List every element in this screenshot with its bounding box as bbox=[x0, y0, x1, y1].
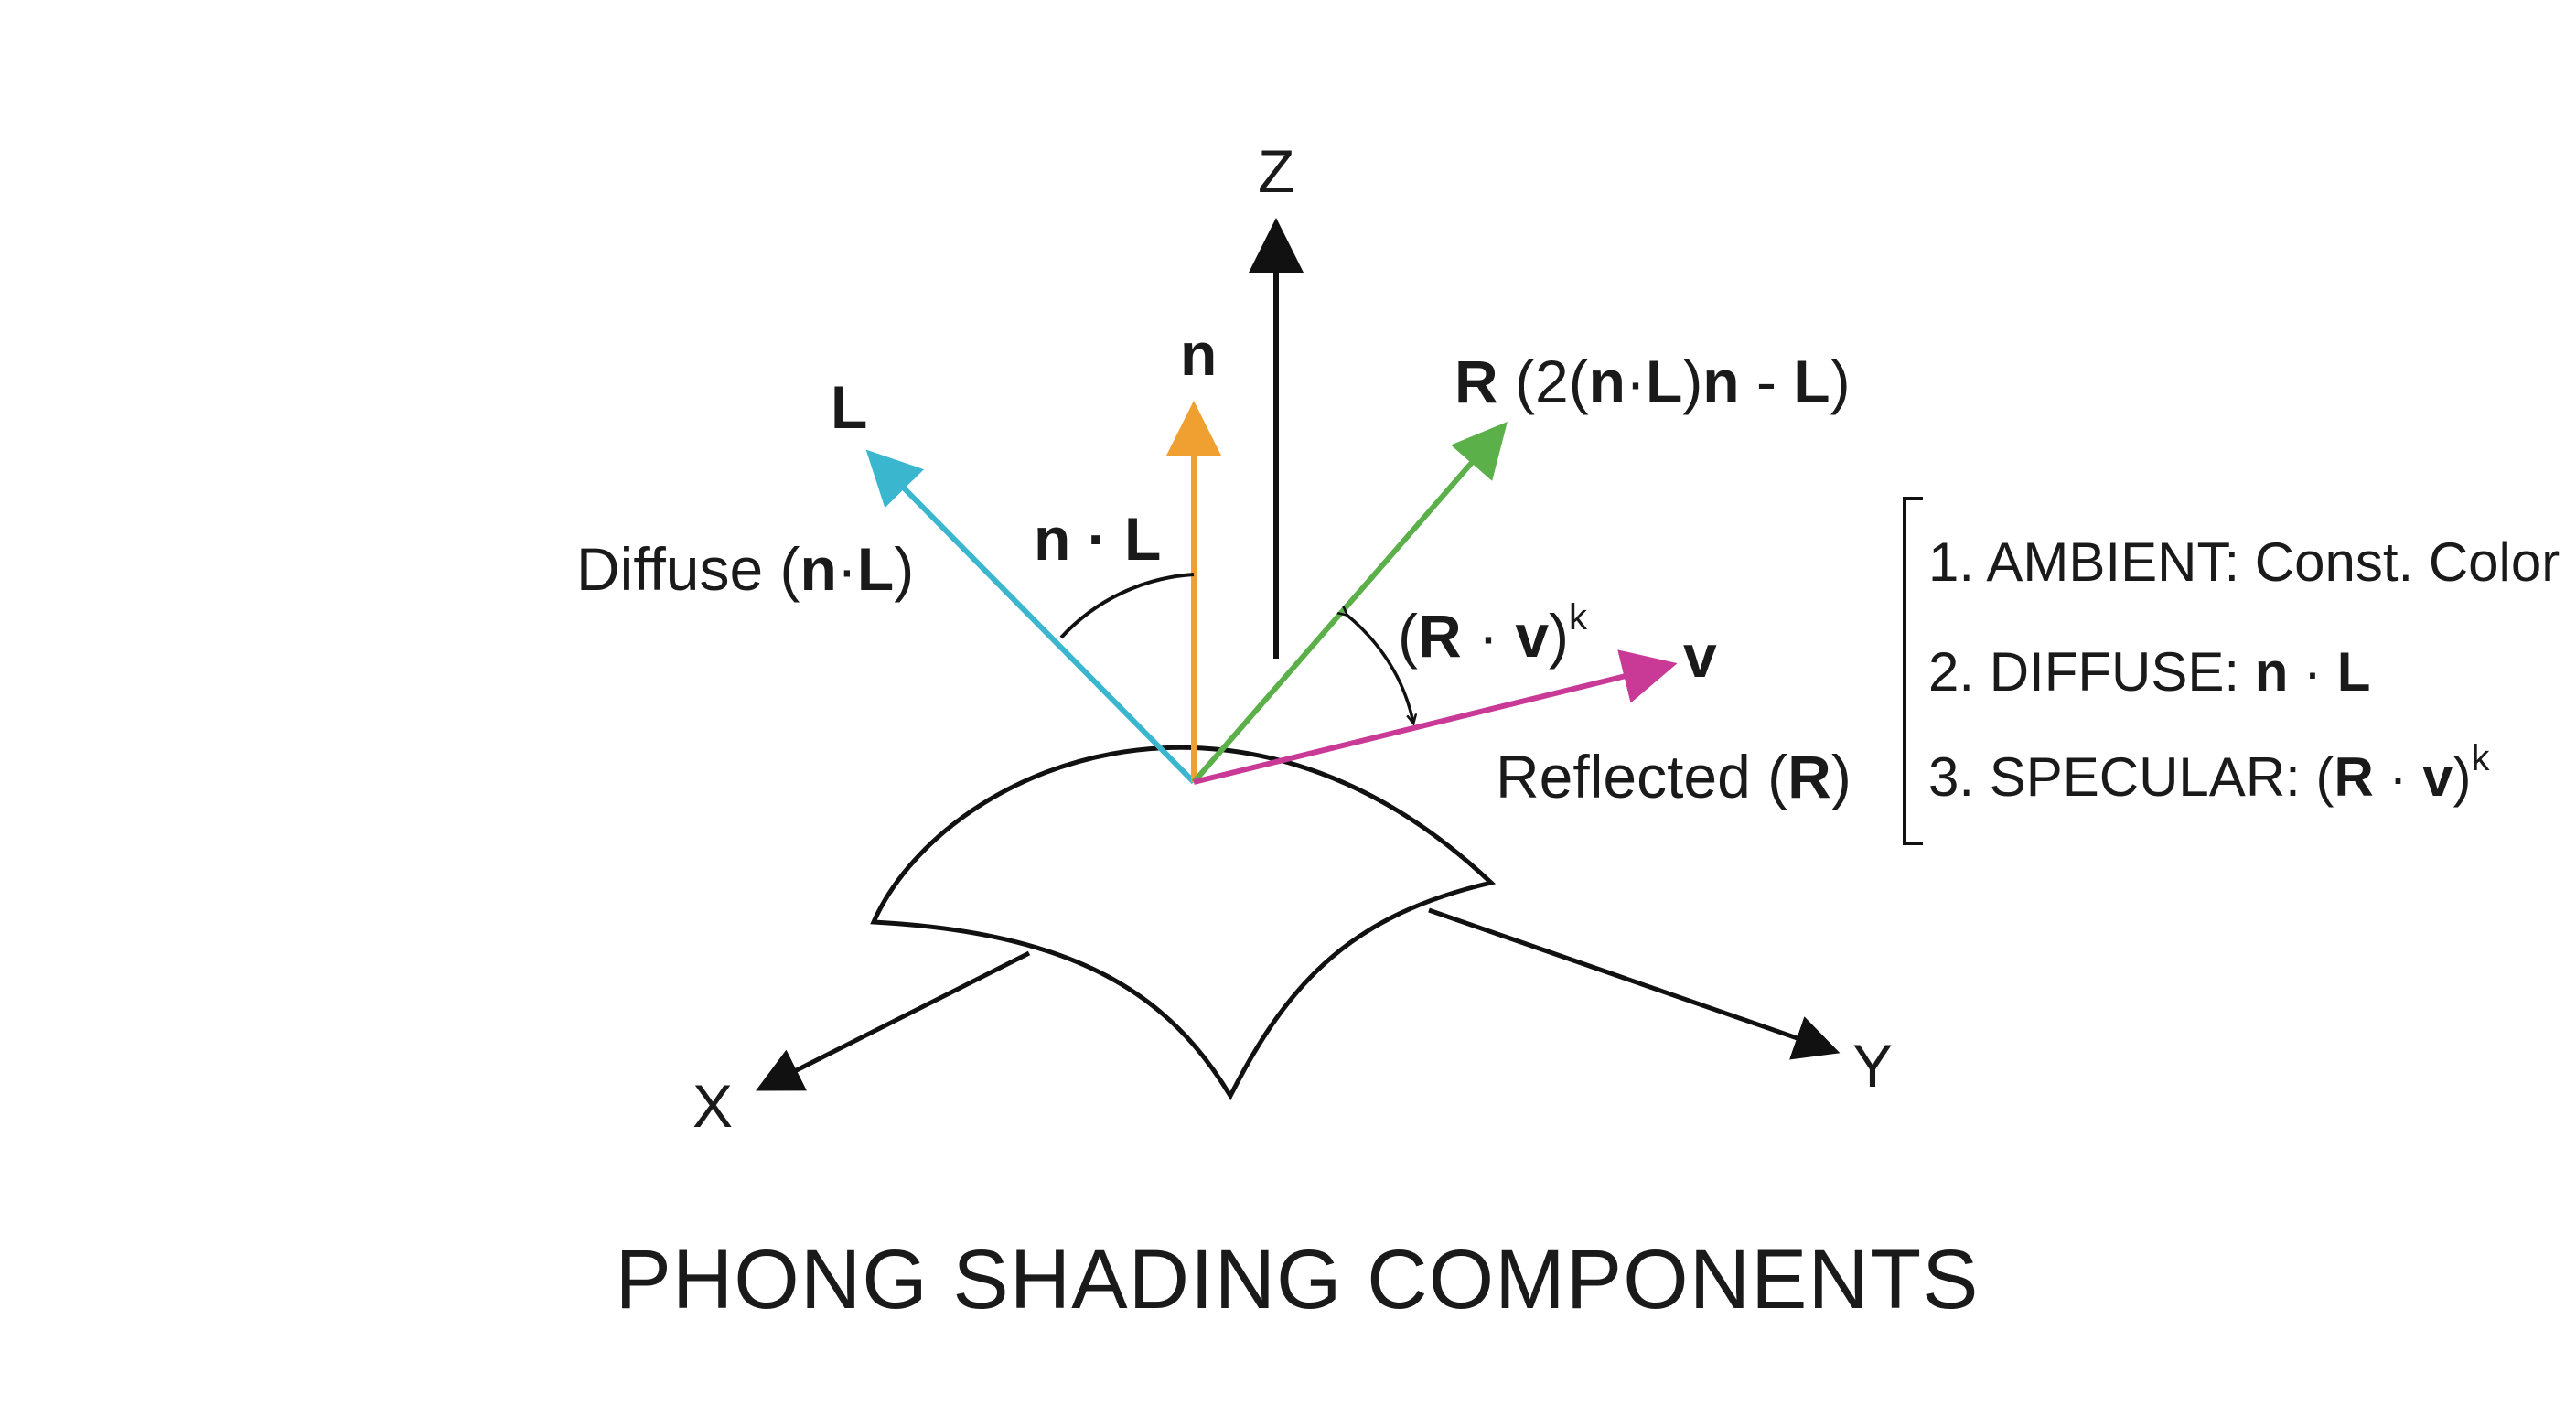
surface-patch bbox=[870, 745, 1497, 1101]
reflected-label: Reflected (R) bbox=[1496, 743, 1852, 810]
vector-r-label: R (2(n·L)n - L) bbox=[1454, 348, 1851, 415]
vector-v-label: v bbox=[1683, 622, 1717, 690]
legend-bracket bbox=[1903, 497, 1923, 845]
x-axis bbox=[756, 950, 1031, 1091]
vector-l-label: L bbox=[831, 373, 867, 441]
angle-arc-n-l bbox=[1059, 573, 1195, 639]
vector-n-label: n bbox=[1180, 320, 1217, 388]
z-axis-label: Z bbox=[1258, 137, 1294, 205]
legend-item-diffuse: 2. DIFFUSE: n · L bbox=[1928, 641, 2370, 702]
x-axis-label: X bbox=[692, 1072, 733, 1140]
vector-l bbox=[865, 449, 1197, 785]
legend-item-specular: 3. SPECULAR: (R · v)k bbox=[1928, 738, 2491, 808]
diagram-title: PHONG SHADING COMPONENTS bbox=[615, 1233, 1979, 1326]
diffuse-label: Diffuse (n·L) bbox=[576, 535, 914, 603]
y-axis-label: Y bbox=[1852, 1032, 1893, 1099]
vector-v bbox=[1193, 649, 1678, 785]
legend-item-ambient: 1. AMBIENT: Const. Color bbox=[1928, 531, 2560, 593]
specular-angle-label: (R · v)k bbox=[1398, 597, 1588, 670]
y-axis bbox=[1428, 907, 1841, 1060]
n-dot-l-label: n · L bbox=[1034, 505, 1161, 573]
angle-arc-r-v bbox=[1347, 615, 1413, 723]
